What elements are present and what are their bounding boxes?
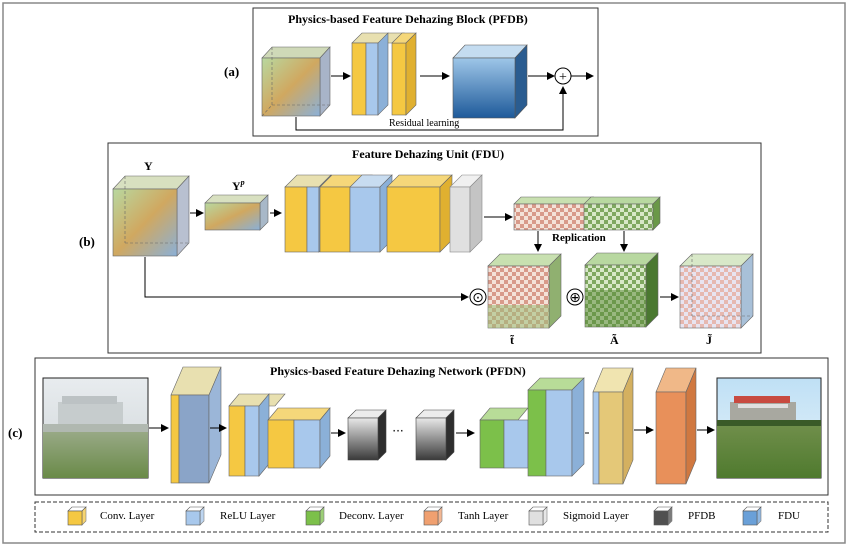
panel-b-a-slab: [583, 196, 661, 231]
tanh-layer-icon: [423, 506, 443, 526]
legend-label: Conv. Layer: [100, 510, 155, 522]
pfdn-fdu-layer: [592, 367, 634, 485]
panel-b-tag: (b): [79, 234, 95, 249]
panel-c-tag: (c): [8, 425, 23, 440]
legend-icons: [67, 506, 762, 526]
panel-b-t-slab: [513, 196, 594, 231]
deconv-layer-icon: [305, 506, 325, 526]
pfdn-deconv-stack: [479, 377, 585, 477]
panel-b-conv-stack: [284, 174, 483, 253]
panel-c-title: Physics-based Feature Dehazing Network (…: [270, 364, 526, 378]
pfdn-tanh-layer: [655, 367, 697, 485]
panel-a-sum-symbol: +: [559, 70, 567, 85]
pooled-y-sup: p: [240, 178, 245, 187]
panel-b-title: Feature Dehazing Unit (FDU): [352, 147, 505, 161]
pfdn-ellipsis: ···: [392, 424, 403, 438]
relu-layer-icon: [185, 506, 205, 526]
input-y-label: Y: [144, 159, 153, 173]
panel-a-fdu-cube: [452, 44, 528, 119]
legend-label: PFDB: [688, 510, 716, 522]
conv-layer-icon: [67, 506, 87, 526]
panel-a-tag: (a): [224, 64, 240, 79]
panel-a-input-cube: [261, 46, 331, 117]
residual-label: Residual learning: [389, 118, 460, 129]
panel-a-title: Physics-based Feature Dehazing Block (PF…: [288, 12, 528, 26]
pfdn-conv-stack-2: [228, 393, 331, 477]
dehazed-output-image: [716, 377, 822, 479]
a-label: Ã: [610, 333, 619, 347]
legend-label: Sigmoid Layer: [563, 510, 629, 522]
replication-label: Replication: [552, 232, 606, 244]
t-label: t̃: [510, 333, 514, 347]
pooled-y-base: Y: [232, 179, 241, 193]
fdu-icon: [742, 506, 762, 526]
hazy-input-image: [42, 377, 149, 479]
panel-b-mult-node: [469, 288, 487, 306]
pfdn-conv-1: [170, 366, 222, 484]
panel-b-pooled-cube: [204, 194, 269, 231]
panel-b-a-cube: [584, 252, 659, 328]
j-label: J̃: [706, 333, 712, 347]
pfdb-icon: [653, 506, 673, 526]
panel-b-add-node: [566, 288, 584, 306]
panel-b-t-cube: [487, 253, 562, 329]
panel-b-input-cube-y: [112, 175, 190, 257]
residual-connection: [295, 86, 567, 131]
panel-b-mult-symbol: ⊙: [472, 290, 484, 306]
legend-label: ReLU Layer: [220, 510, 276, 522]
pfdn-pfdb-block-2: [415, 409, 455, 461]
panel-b-j-cube: [679, 253, 754, 329]
pfdn-pfdb-block-1: [347, 409, 387, 461]
legend-label: Tanh Layer: [458, 510, 509, 522]
panel-a-conv-stack: [351, 32, 417, 116]
pooled-y-label: Yp: [232, 178, 245, 194]
legend-label: FDU: [778, 510, 801, 522]
panel-b-skip-connection: [144, 257, 469, 301]
sigmoid-layer-icon: [528, 506, 548, 526]
panel-b-add-symbol: ⊕: [569, 290, 581, 306]
legend-label: Deconv. Layer: [339, 510, 404, 522]
